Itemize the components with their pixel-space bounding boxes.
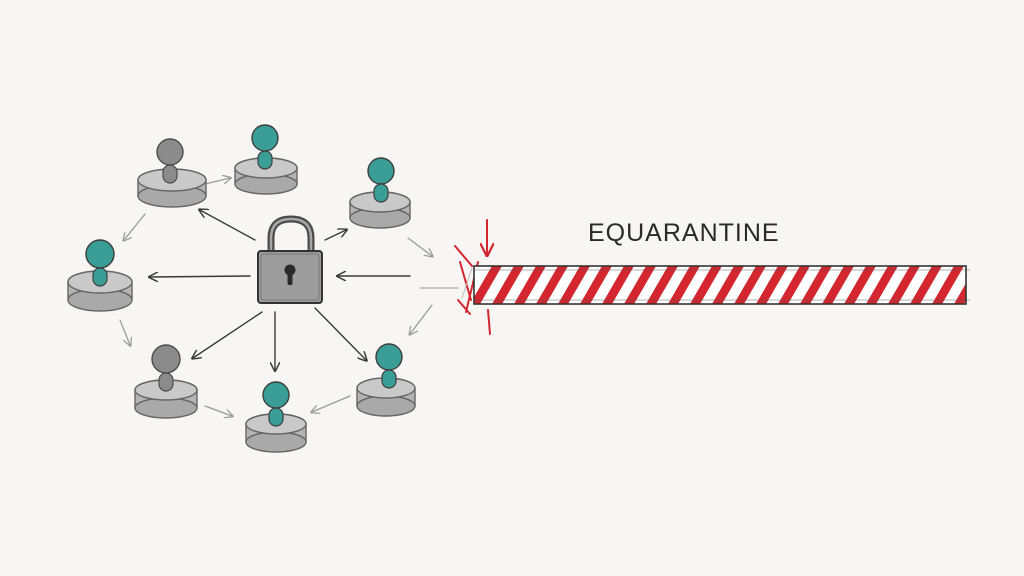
user-node-icon bbox=[245, 381, 307, 453]
barrier-stripe bbox=[690, 266, 722, 304]
quarantine-barrier bbox=[473, 265, 1008, 305]
barrier-stripe bbox=[910, 266, 942, 304]
barrier-stripe bbox=[514, 266, 546, 304]
lock-connection-arrows bbox=[150, 210, 411, 370]
barrier-stripe bbox=[492, 266, 524, 304]
quarantine-label: EQUARANTINE bbox=[588, 219, 780, 247]
barrier-stripe bbox=[822, 266, 854, 304]
barrier-stripe bbox=[474, 266, 502, 304]
barrier-stripe bbox=[888, 266, 920, 304]
barrier-stripe bbox=[646, 266, 678, 304]
user-node-icon bbox=[356, 343, 416, 417]
barrier-stripe bbox=[624, 266, 656, 304]
barrier-stripe bbox=[558, 266, 590, 304]
user-node-icon bbox=[137, 138, 207, 208]
user-node-icon bbox=[134, 344, 198, 419]
barrier-stripe bbox=[976, 266, 1008, 304]
barrier-stripe bbox=[580, 266, 612, 304]
barrier-stripe bbox=[778, 266, 810, 304]
barrier-stripe bbox=[668, 266, 700, 304]
barrier-stripe bbox=[866, 266, 898, 304]
barrier-stripe bbox=[536, 266, 568, 304]
user-node-icon bbox=[67, 239, 133, 312]
padlock-icon bbox=[257, 215, 323, 304]
barrier-stripe bbox=[954, 283, 966, 304]
barrier-stripe bbox=[734, 266, 766, 304]
user-node-icon bbox=[234, 124, 298, 195]
barrier-stripe bbox=[756, 266, 788, 304]
peer-connection-arrows bbox=[119, 178, 432, 416]
barrier-stripe bbox=[844, 266, 876, 304]
barrier-stripe bbox=[602, 266, 634, 304]
barrier-stripe bbox=[932, 266, 964, 304]
user-node-icon bbox=[349, 157, 411, 229]
barrier-stripe bbox=[800, 266, 832, 304]
barrier-stripe bbox=[712, 266, 744, 304]
